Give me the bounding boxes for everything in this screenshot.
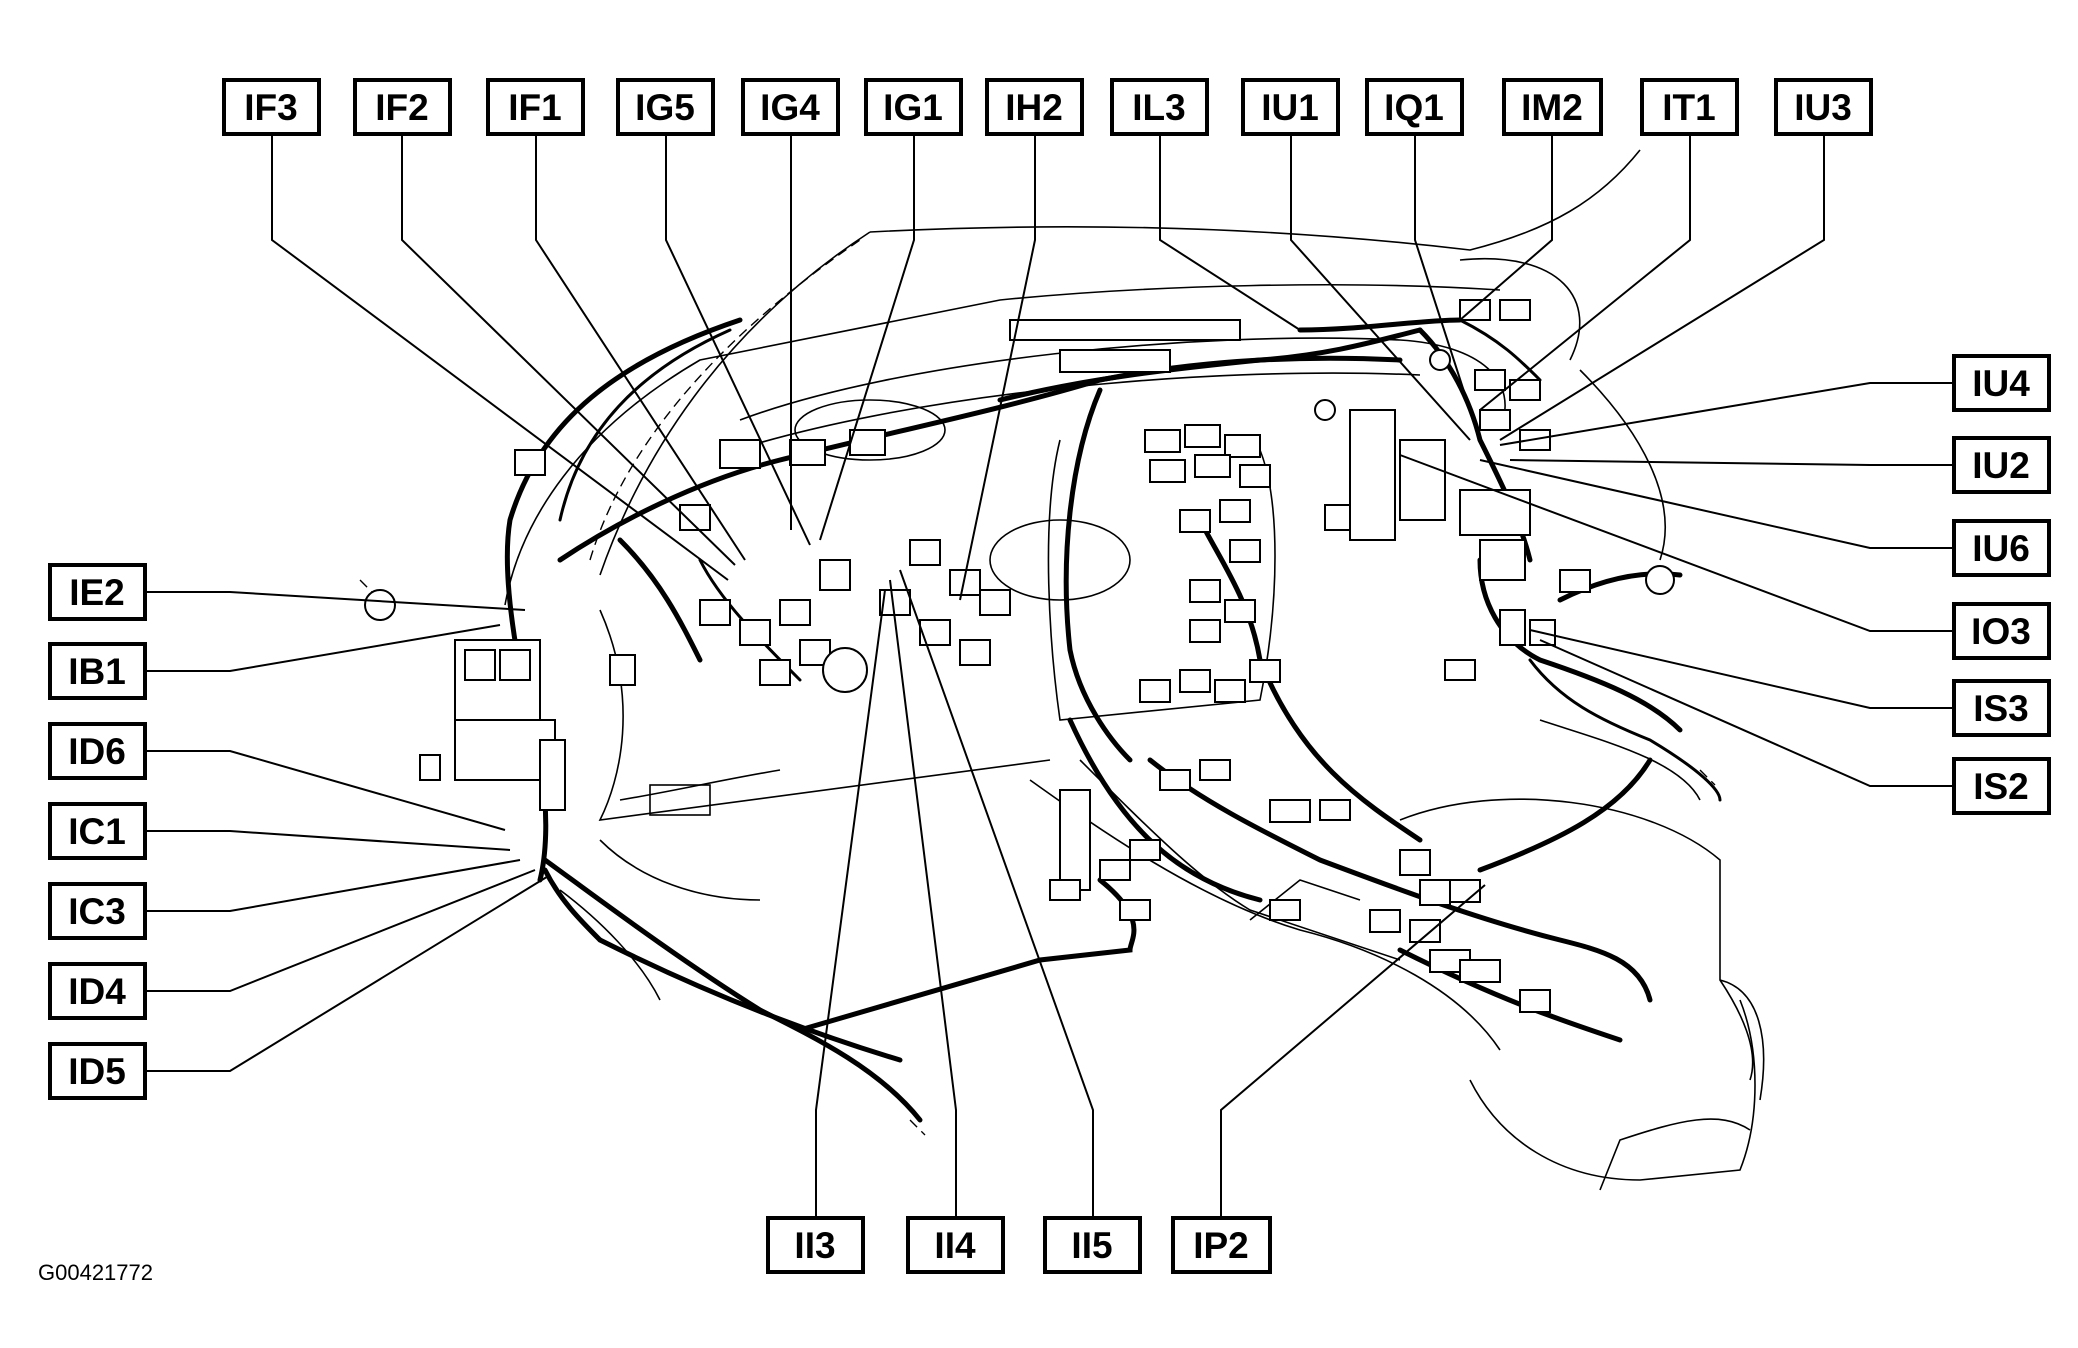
label-IF3: IF3 [222, 78, 321, 136]
svg-text:ID6: ID6 [68, 731, 126, 772]
svg-text:IC1: IC1 [68, 811, 126, 852]
svg-text:IG5: IG5 [635, 87, 695, 128]
leader-IC3 [144, 859, 521, 912]
label-IS2: IS2 [1952, 757, 2051, 815]
leader-IL3 [1159, 126, 1301, 331]
svg-text:IF3: IF3 [244, 87, 297, 128]
leader-IU3 [1499, 126, 1825, 441]
svg-text:IO3: IO3 [1971, 611, 2031, 652]
leader-IU1 [1290, 126, 1471, 441]
label-IC1: IC1 [48, 802, 147, 860]
leader-lines [144, 126, 1954, 1227]
leader-IH2 [959, 126, 1036, 601]
leader-IG5 [665, 126, 811, 546]
svg-text:IG1: IG1 [883, 87, 943, 128]
label-IS3: IS3 [1952, 679, 2051, 737]
leader-IO3 [1399, 454, 1954, 632]
leader-IU4 [1499, 382, 1954, 446]
leader-IF1 [535, 126, 746, 561]
leader-IT1 [1479, 126, 1691, 411]
leader-IU6 [1479, 459, 1954, 549]
label-IM2: IM2 [1502, 78, 1603, 136]
leader-IP2 [1220, 884, 1486, 1227]
svg-text:II4: II4 [934, 1225, 976, 1266]
svg-text:IH2: IH2 [1005, 87, 1063, 128]
label-IF1: IF1 [486, 78, 585, 136]
label-IU2: IU2 [1952, 436, 2051, 494]
figure-code: G00421772 [38, 1260, 153, 1285]
svg-text:IP2: IP2 [1193, 1225, 1249, 1266]
svg-text:ID4: ID4 [68, 971, 126, 1012]
label-IT1: IT1 [1640, 78, 1739, 136]
svg-text:IM2: IM2 [1521, 87, 1583, 128]
leader-IQ1 [1414, 126, 1471, 411]
label-II4: II4 [906, 1216, 1005, 1274]
label-IU6: IU6 [1952, 519, 2051, 577]
leader-IU2 [1509, 459, 1954, 466]
label-IU4: IU4 [1952, 354, 2051, 412]
leader-ID5 [144, 874, 551, 1072]
label-IE2: IE2 [48, 563, 147, 621]
svg-text:IS3: IS3 [1973, 688, 2029, 729]
label-IU3: IU3 [1774, 78, 1873, 136]
leader-IC1 [144, 830, 511, 851]
label-ID5: ID5 [48, 1042, 147, 1100]
label-IG4: IG4 [741, 78, 840, 136]
label-IP2: IP2 [1171, 1216, 1272, 1274]
svg-text:IU1: IU1 [1261, 87, 1319, 128]
connector-labels: IF3 IF2 IF1 IG5 IG4 IG1 IH2 IL3 IU1 IQ1 … [48, 78, 2051, 1274]
svg-text:II3: II3 [794, 1225, 835, 1266]
leader-II3 [815, 589, 886, 1227]
leader-II4 [889, 579, 957, 1227]
leader-IF2 [401, 126, 736, 566]
label-IO3: IO3 [1952, 602, 2051, 660]
svg-text:IU2: IU2 [1972, 445, 2030, 486]
svg-text:IU4: IU4 [1972, 363, 2030, 404]
label-II3: II3 [766, 1216, 865, 1274]
svg-text:II5: II5 [1071, 1225, 1112, 1266]
leader-IF3 [271, 126, 729, 581]
svg-text:IF2: IF2 [375, 87, 428, 128]
svg-text:ID5: ID5 [68, 1051, 126, 1092]
label-IG5: IG5 [616, 78, 715, 136]
label-IC3: IC3 [48, 882, 147, 940]
leader-IS3 [1529, 629, 1954, 709]
svg-text:IC3: IC3 [68, 891, 126, 932]
leader-IG1 [819, 126, 915, 541]
label-IH2: IH2 [985, 78, 1084, 136]
leader-II5 [899, 569, 1094, 1227]
svg-text:IU3: IU3 [1794, 87, 1852, 128]
leader-IB1 [144, 624, 501, 672]
svg-text:IQ1: IQ1 [1384, 87, 1444, 128]
label-ID6: ID6 [48, 722, 147, 780]
label-IQ1: IQ1 [1365, 78, 1464, 136]
label-IB1: IB1 [48, 642, 147, 700]
svg-text:IF1: IF1 [508, 87, 561, 128]
svg-text:IU6: IU6 [1972, 528, 2030, 569]
label-II5: II5 [1043, 1216, 1142, 1274]
leader-ID4 [144, 869, 536, 992]
label-IU1: IU1 [1241, 78, 1340, 136]
svg-text:IS2: IS2 [1973, 766, 2029, 807]
svg-text:IE2: IE2 [69, 572, 125, 613]
leader-ID6 [144, 750, 506, 831]
svg-text:IB1: IB1 [68, 651, 126, 692]
svg-text:IG4: IG4 [760, 87, 820, 128]
leader-IS2 [1539, 639, 1954, 787]
label-IL3: IL3 [1110, 78, 1209, 136]
label-ID4: ID4 [48, 962, 147, 1020]
label-IF2: IF2 [353, 78, 452, 136]
label-IG1: IG1 [864, 78, 963, 136]
leader-IE2 [144, 591, 526, 611]
leader-IM2 [1459, 126, 1553, 321]
svg-text:IL3: IL3 [1132, 87, 1185, 128]
connector-blocks [364, 299, 1675, 1013]
svg-text:IT1: IT1 [1662, 87, 1715, 128]
